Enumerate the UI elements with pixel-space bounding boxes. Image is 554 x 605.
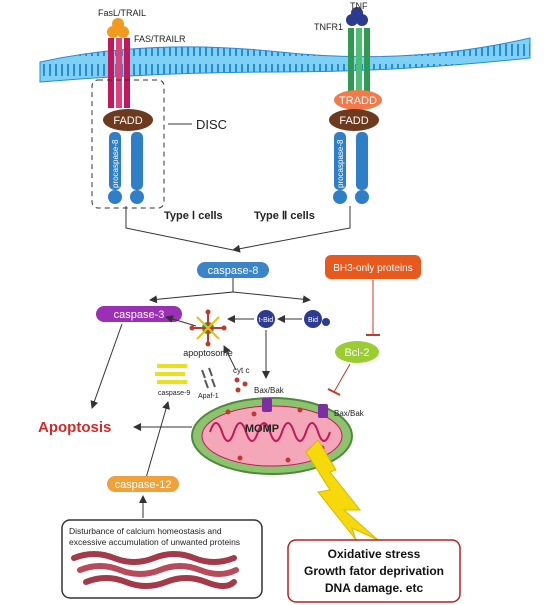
tradd [334, 90, 382, 110]
tnfr1-label: TNFR1 [314, 22, 343, 32]
casp8-to-casp3-arrow [149, 278, 234, 304]
tradd-label: TRADD [339, 95, 377, 107]
caspase12-pill [107, 476, 179, 492]
type2-arrow [232, 206, 351, 253]
fasl-label: FasL/TRAIL [98, 8, 146, 18]
baxbak-pore-top [262, 398, 272, 412]
tnfr1-receptor [348, 28, 370, 92]
lightning-bolt-icon [305, 439, 379, 541]
fadd-right [329, 109, 379, 131]
caspase8-pill [197, 262, 269, 278]
caspase8-label: caspase-8 [208, 265, 259, 277]
caspase9-icon [155, 364, 187, 384]
bid-label: Bid [308, 317, 318, 324]
procaspase8-right [333, 132, 369, 204]
baxbak-top-label: Bax/Bak [254, 386, 285, 395]
caspase3-pill [96, 306, 182, 322]
apoptosome-to-casp3-arrow [165, 315, 197, 327]
er-line2: excessive accumulation of unwanted prote… [69, 537, 240, 547]
bh3-box [325, 255, 421, 279]
apoptosome-icon [189, 309, 227, 347]
tnf-ligand [346, 7, 368, 26]
apoptosis-label: Apoptosis [38, 419, 111, 436]
casp3-to-apoptosis-arrow [90, 323, 123, 409]
casp8-to-bid-arrow [232, 291, 311, 304]
bcl2-inhibit-line [333, 363, 351, 393]
bcl2-label: Bcl-2 [344, 347, 369, 359]
procasp8-left-label: procaspase-8 [111, 139, 120, 188]
bcl2-inhibit-bar [327, 388, 341, 396]
momp-label: MOMP [245, 423, 279, 435]
tnf-label: TNF [350, 1, 368, 11]
type1-line [125, 206, 234, 251]
cytc-label: cyt c [233, 366, 249, 375]
apoptosome-label: apoptosome [183, 348, 233, 358]
stress-line3: DNA damage. etc [325, 581, 424, 595]
type1-label: Type Ⅰ cells [164, 210, 223, 222]
er-line1: Disturbance of calcium homeostasis and [69, 526, 222, 536]
bid-fragment [322, 318, 330, 326]
procasp8-right-label: procaspase-8 [336, 139, 345, 188]
caspase3-label: caspase-3 [114, 309, 165, 321]
apaf1-label: Apaf-1 [198, 393, 219, 400]
procaspase8-left [108, 132, 144, 204]
baxbak-pore-right [318, 404, 328, 418]
cytc-icon [234, 377, 248, 393]
apaf1-icon [201, 367, 216, 389]
fadd-left-label: FADD [113, 115, 142, 127]
tbid-node [257, 310, 275, 328]
type2-label: Type Ⅱ cells [254, 210, 315, 222]
caspase12-label: caspase-12 [115, 479, 172, 491]
fadd-left [103, 109, 153, 131]
bid-node [304, 310, 322, 328]
stress-box [287, 539, 461, 603]
baxbak-right-label: Bax/Bak [334, 409, 365, 418]
bcl2 [335, 341, 379, 363]
cytc-to-apoptosome-arrow [223, 345, 237, 371]
endoplasmic-reticulum-icon [71, 551, 239, 589]
caspase9-label: caspase-9 [158, 390, 190, 397]
fas-receptor [108, 38, 130, 108]
fadd-right-label: FADD [339, 115, 368, 127]
bh3-label: BH3-only proteins [333, 263, 412, 274]
disc-label: DISC [196, 117, 227, 132]
cell-membrane [39, 37, 531, 83]
stress-line1: Oxidative stress [328, 547, 421, 561]
casp12-to-casp9-arrow [145, 401, 170, 479]
fas-label: FAS/TRAILR [134, 34, 186, 44]
fasl-ligand [107, 18, 129, 38]
disc-box [91, 79, 165, 209]
tbid-label: t-Bid [259, 317, 274, 324]
stress-line2: Growth fator deprivation [304, 564, 444, 578]
